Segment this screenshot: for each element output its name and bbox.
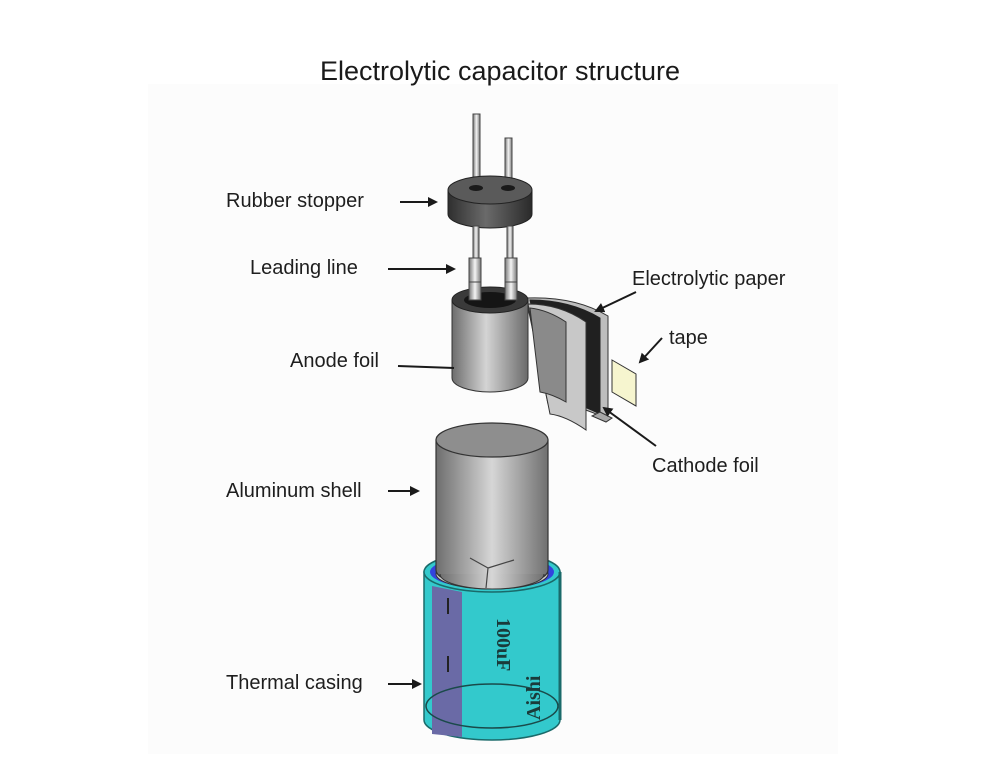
label-anode-foil: Anode foil — [290, 350, 379, 372]
label-tape: tape — [669, 327, 708, 349]
aluminum-shell-shape — [435, 422, 549, 590]
label-electrolytic-paper: Electrolytic paper — [632, 268, 786, 290]
brand-marking: Aishi — [523, 675, 545, 720]
anode-foil-roll — [451, 281, 529, 393]
tape-shape — [611, 359, 637, 407]
label-leading-line: Leading line — [250, 257, 358, 279]
label-thermal-casing: Thermal casing — [226, 672, 363, 694]
diagram-title: Electrolytic capacitor structure — [319, 56, 681, 86]
foil-layers — [525, 297, 613, 431]
label-cathode-foil: Cathode foil — [652, 455, 759, 477]
annotation-arrows — [388, 197, 663, 689]
capacitance-marking: 100uF — [492, 618, 514, 671]
rubber-stopper-shape — [447, 175, 533, 229]
label-rubber-stopper: Rubber stopper — [226, 190, 364, 212]
label-aluminum-shell: Aluminum shell — [226, 480, 362, 502]
